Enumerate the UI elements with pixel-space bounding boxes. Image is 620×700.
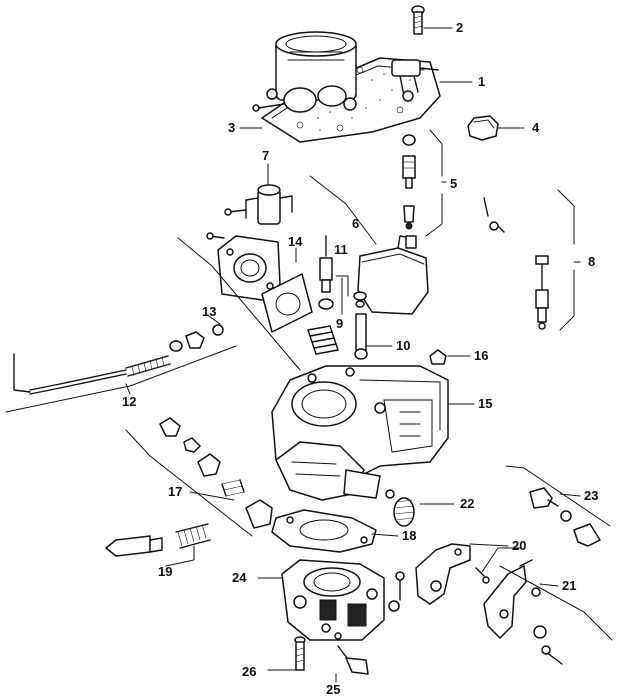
callout-25: 25 <box>326 682 340 697</box>
callout-17: 17 <box>168 484 182 499</box>
callout-5: 5 <box>450 176 457 191</box>
part-15-main-body <box>271 365 449 501</box>
callout-21: 21 <box>562 578 576 593</box>
callout-14: 14 <box>288 234 303 249</box>
callout-7: 7 <box>262 148 269 163</box>
part-2-screw <box>411 5 425 35</box>
part-26-long-screw <box>294 636 306 671</box>
part-25-pin <box>334 632 369 675</box>
part-7-bracket <box>206 184 293 240</box>
callout-16: 16 <box>474 348 488 363</box>
leader-lines <box>5 27 613 683</box>
callout-23: 23 <box>584 488 598 503</box>
part-22-spring <box>385 489 415 527</box>
callout-4: 4 <box>532 120 540 135</box>
diaphragm-spring <box>307 325 339 355</box>
part-20-throttle-lever <box>415 543 563 665</box>
part-13-nut <box>185 324 224 349</box>
callout-6: 6 <box>352 216 359 231</box>
callout-10: 10 <box>396 338 410 353</box>
part-23-idle-screw <box>529 487 601 547</box>
part-19-screw-spring <box>105 523 211 557</box>
callout-11: 11 <box>334 242 348 257</box>
part-4-cap-nut <box>467 115 499 141</box>
part-5-needle-valve <box>402 134 416 230</box>
callout-19: 19 <box>158 564 172 579</box>
callout-26: 26 <box>242 664 256 679</box>
part-12-link-rod <box>13 340 183 395</box>
callout-3: 3 <box>228 120 235 135</box>
callout-1: 1 <box>478 74 485 89</box>
callout-24: 24 <box>232 570 247 585</box>
part-6-float <box>357 235 429 315</box>
part-11-jet <box>318 235 334 310</box>
part-16-plug <box>429 349 447 365</box>
part-1-choke-housing <box>252 31 439 113</box>
callout-20: 20 <box>512 538 526 553</box>
callout-9: 9 <box>336 316 343 331</box>
callout-18: 18 <box>402 528 416 543</box>
callout-labels: 1 2 3 4 5 6 7 8 9 10 11 12 13 14 15 16 1… <box>122 20 598 697</box>
part-18-gasket <box>271 509 377 553</box>
callout-13: 13 <box>202 304 216 319</box>
callout-22: 22 <box>460 496 474 511</box>
part-14-flange <box>217 235 313 333</box>
part-10-needle <box>354 313 368 360</box>
part-9-washer <box>353 291 367 308</box>
callout-8: 8 <box>588 254 595 269</box>
part-24-throttle-body <box>281 559 405 641</box>
callout-2: 2 <box>456 20 463 35</box>
callout-15: 15 <box>478 396 492 411</box>
part-17-pump-parts <box>159 417 273 529</box>
part-8-pin-set <box>483 197 549 330</box>
callout-12: 12 <box>122 394 136 409</box>
